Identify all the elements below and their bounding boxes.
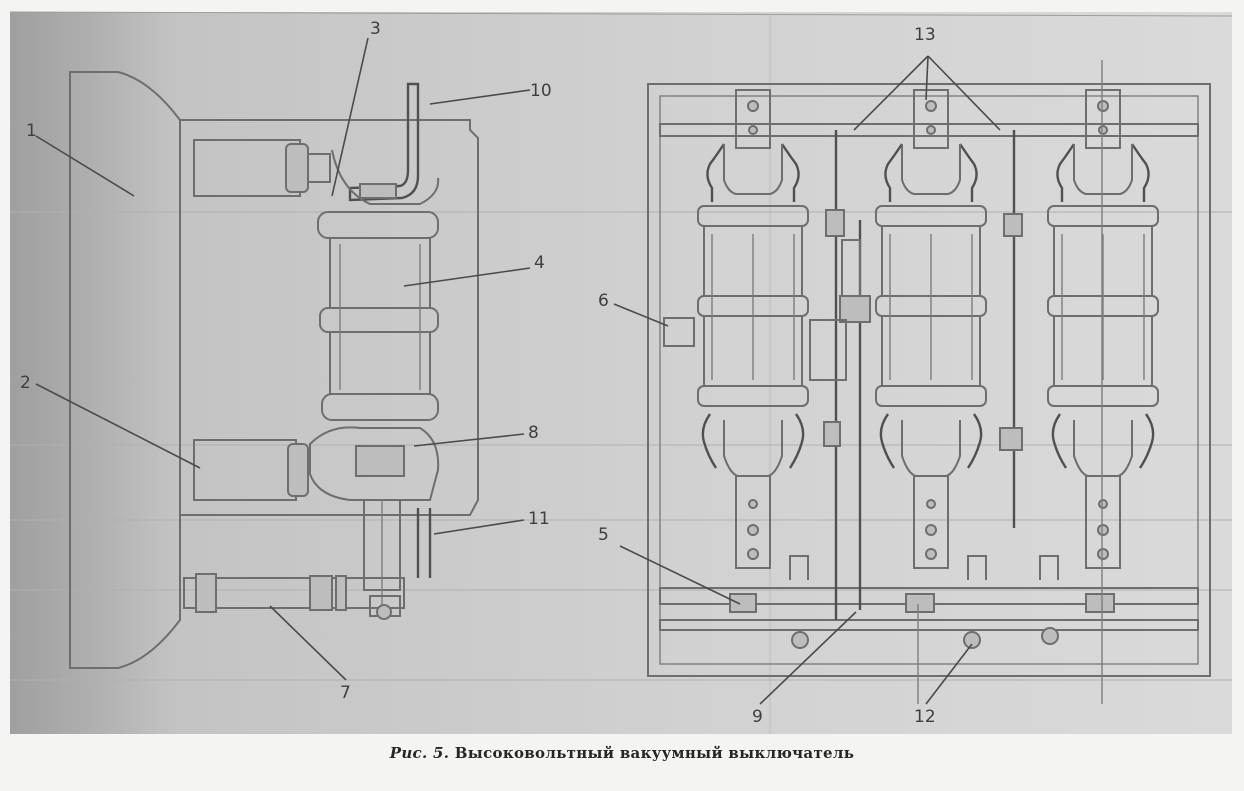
figure-number: Рис. 5. — [389, 744, 450, 762]
callout-6: 6 — [598, 291, 609, 311]
figure-caption: Рис. 5. Высоковольтный вакуумный выключа… — [0, 744, 1244, 762]
leader-lines — [35, 37, 1001, 705]
callout-8: 8 — [528, 423, 539, 443]
callout-2: 2 — [20, 373, 31, 393]
callout-12: 12 — [914, 707, 936, 727]
front-view — [647, 60, 1211, 704]
callout-4: 4 — [534, 253, 545, 273]
callout-11: 11 — [528, 509, 550, 529]
callout-10: 10 — [530, 81, 552, 101]
callout-7: 7 — [340, 683, 351, 703]
callout-3: 3 — [370, 19, 381, 39]
callout-13: 13 — [914, 25, 936, 45]
callout-numbers: 1 2 3 4 5 6 7 8 9 10 11 12 13 — [20, 19, 936, 727]
callout-5: 5 — [598, 525, 609, 545]
side-view — [69, 71, 479, 669]
figure-title: Высоковольтный вакуумный выключатель — [454, 744, 855, 762]
callout-1: 1 — [26, 121, 37, 141]
callout-9: 9 — [752, 707, 763, 727]
